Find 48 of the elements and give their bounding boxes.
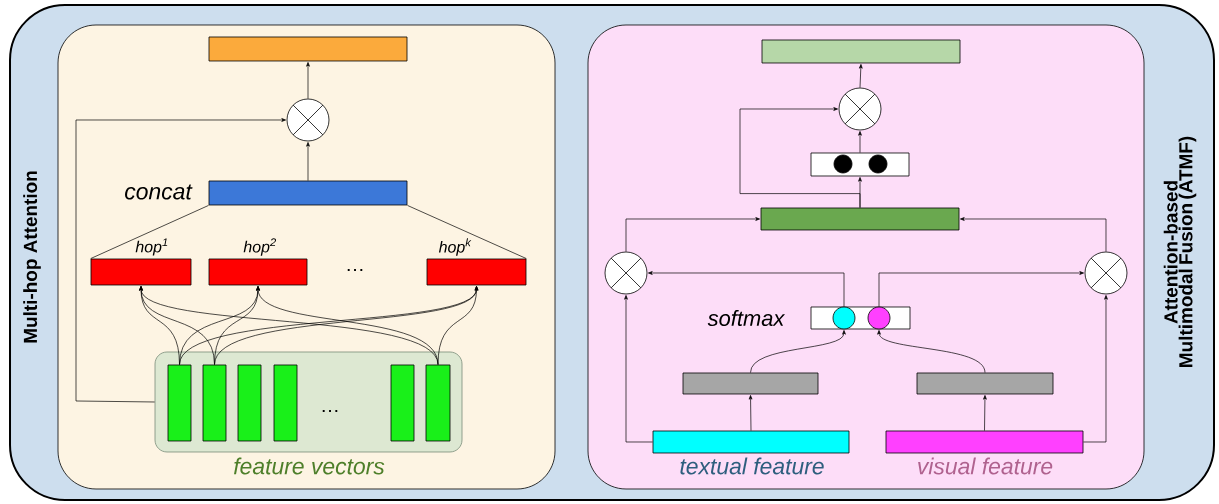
arrow — [859, 64, 863, 88]
fusion-box — [760, 207, 960, 231]
dot — [833, 154, 853, 174]
arrow — [624, 295, 653, 443]
group-caption: feature vectors — [234, 457, 385, 475]
feature-bar — [273, 364, 298, 442]
dot — [867, 306, 891, 330]
multiply-circle — [1084, 251, 1128, 295]
ellipsis-text: … — [322, 409, 338, 413]
multiply-circle — [286, 98, 330, 142]
multiply-circle — [604, 251, 648, 295]
panel-title: Multi-hop Attention — [23, 171, 41, 343]
arrow — [983, 395, 987, 431]
multiply-circle — [838, 87, 882, 131]
arrow — [858, 131, 862, 153]
ellipsis-text: … — [347, 268, 363, 272]
output-box — [761, 39, 961, 64]
dot — [868, 154, 888, 174]
arrow — [877, 330, 986, 373]
dot — [832, 306, 856, 330]
arrow — [437, 286, 479, 365]
arrow — [750, 330, 846, 373]
node-caption: hop$^{2}$ — [243, 238, 276, 256]
arrow — [648, 271, 845, 307]
arrow — [306, 142, 310, 181]
arrow — [748, 395, 753, 431]
arrow — [878, 271, 1084, 307]
arrow — [625, 217, 760, 252]
dense-box — [916, 372, 1054, 395]
arrow — [75, 118, 286, 403]
node-caption: softmax — [707, 309, 785, 327]
node-caption: textual feature — [680, 457, 824, 475]
feature-bar — [202, 364, 227, 442]
output-box — [208, 36, 408, 62]
feature-bar — [425, 364, 451, 442]
node-caption: hop$^{k}$ — [438, 238, 472, 256]
feature-bar — [167, 364, 192, 442]
arrow — [1083, 295, 1108, 443]
arrow — [960, 217, 1107, 252]
arrow — [739, 107, 861, 208]
dense-box — [682, 372, 819, 395]
feature-bar — [390, 364, 415, 442]
node-caption: concat — [125, 184, 193, 200]
feature-bar — [237, 364, 262, 442]
arrow — [306, 62, 310, 99]
panel-title: Attention-based Multimodal Fusion (ATMF) — [1163, 136, 1197, 367]
node-caption: visual feature — [918, 457, 1053, 475]
node-caption: hop$^{1}$ — [135, 238, 168, 256]
